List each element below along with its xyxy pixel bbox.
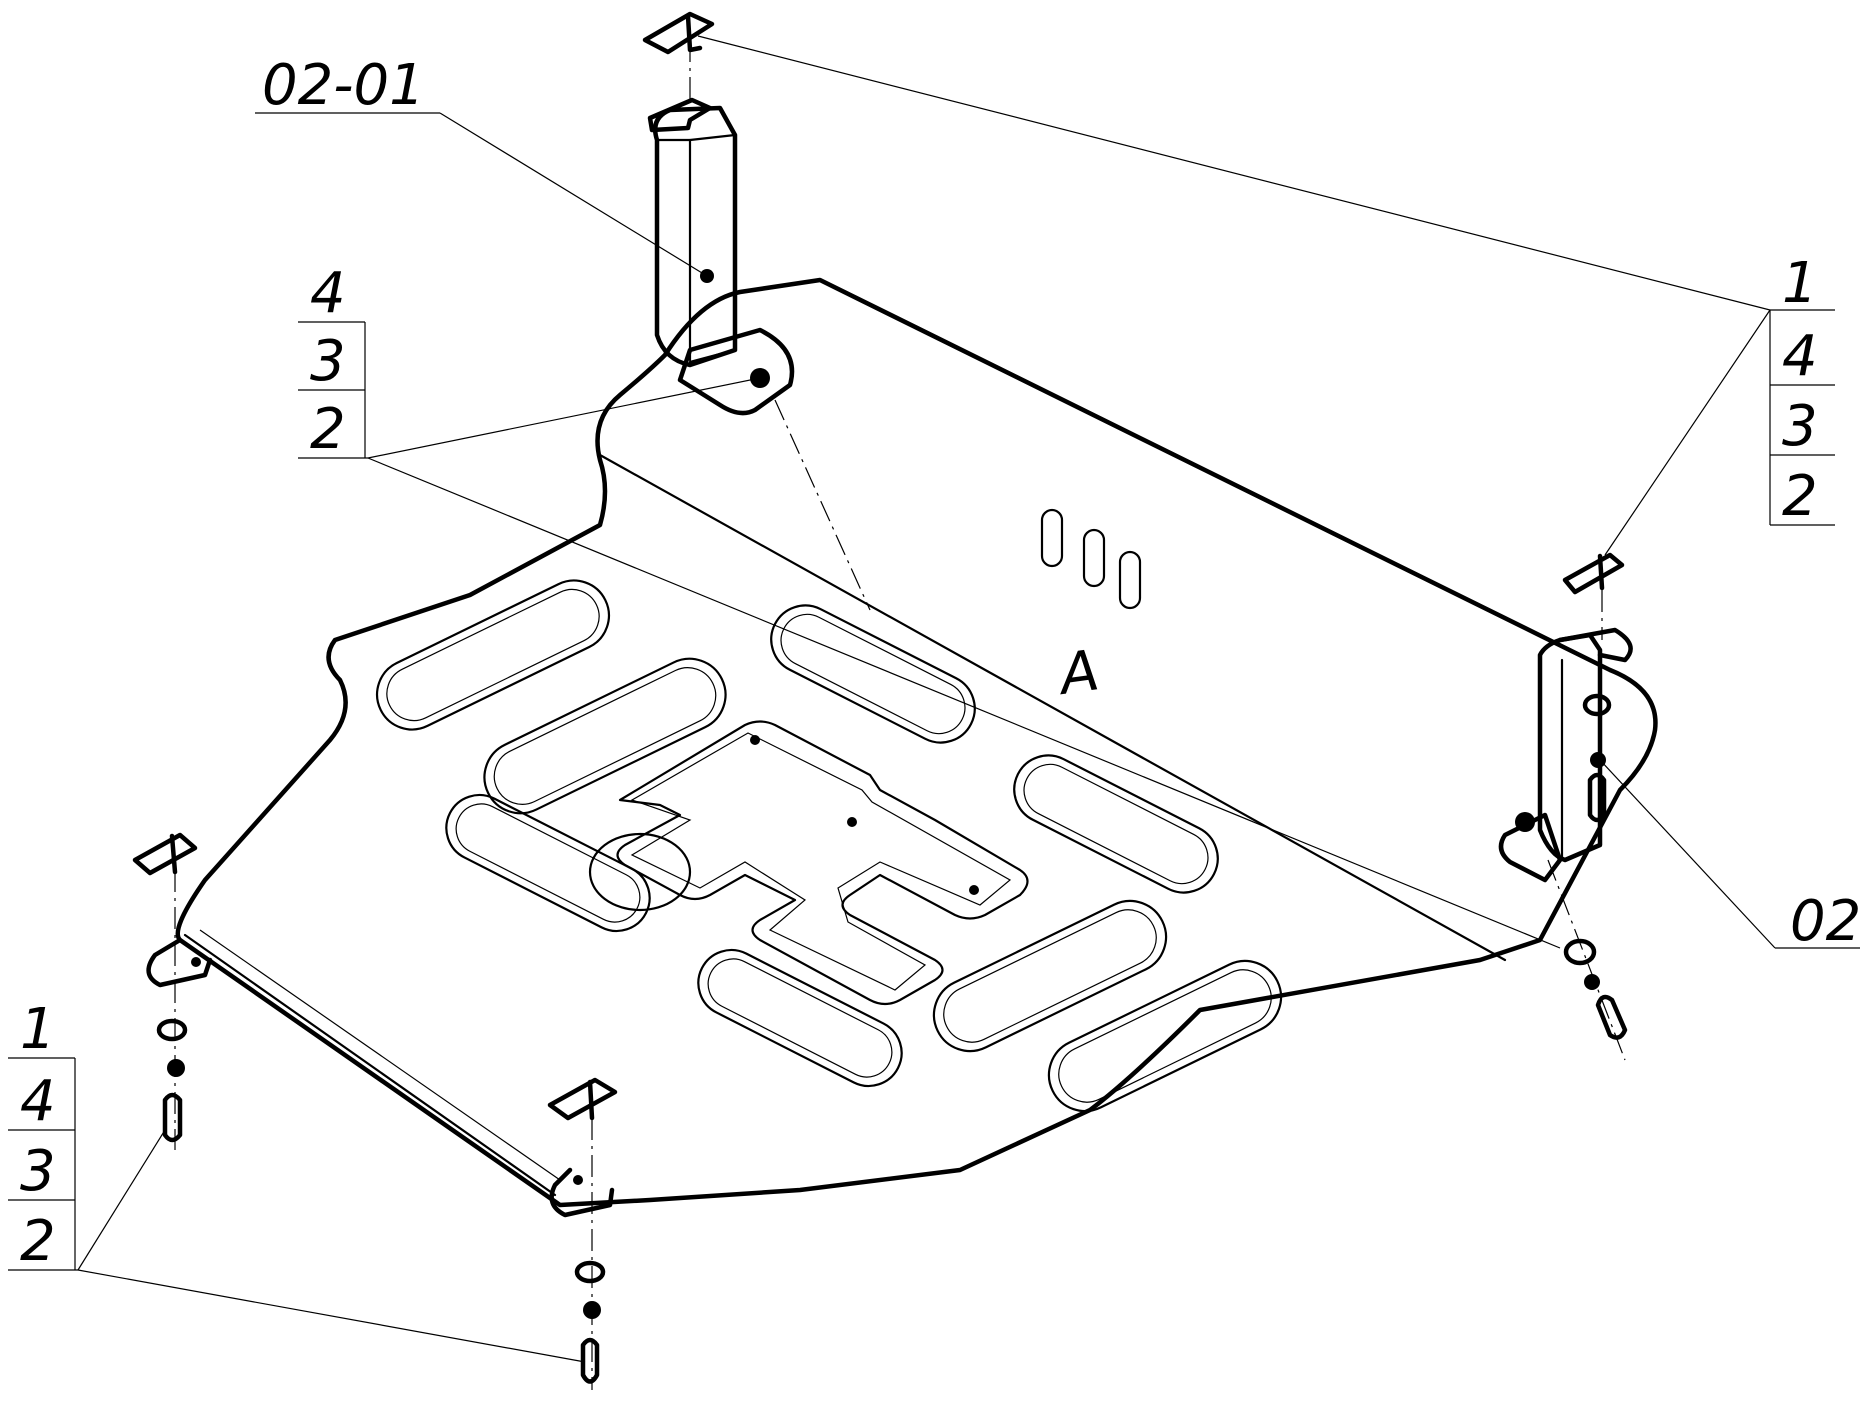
label-right-top-3: 3: [1782, 394, 1818, 459]
label-left-bottom-4: 2: [20, 1209, 56, 1274]
label-part-02-01: 02-01: [262, 53, 425, 118]
label-left-bottom-3: 3: [20, 1139, 56, 1204]
fastener-stack-bottom: [574, 1260, 606, 1384]
stamped-ribs: [376, 579, 1283, 1113]
fastener-stack-left: [156, 1018, 188, 1143]
label-right-top-2: 4: [1782, 324, 1818, 389]
bracket-02-01: [647, 97, 795, 416]
plate-hole: [191, 957, 201, 967]
label-part-02: 02: [1790, 889, 1861, 954]
plate-bend-line-left-inner: [199, 929, 561, 1181]
plate-tab-bottom: [549, 1167, 615, 1218]
label-left-top-1: 4: [310, 261, 346, 326]
skid-plate-outline: [175, 277, 1658, 1208]
plate-hole: [847, 817, 857, 827]
label-right-top-1: 1: [1782, 251, 1818, 316]
plate-hole: [573, 1175, 583, 1185]
label-left-bottom-2: 4: [20, 1069, 56, 1134]
axis-lines: [174, 40, 1626, 1390]
plate-bend-line-front: [598, 453, 1507, 962]
fastener-stack-right-lower: [1563, 938, 1628, 1040]
leader-lines: [8, 35, 1860, 1363]
label-left-top-3: 2: [310, 397, 346, 462]
bracket-right: [1498, 627, 1633, 883]
plate-bend-line-left: [183, 933, 557, 1197]
clip-nut-top: [642, 11, 715, 55]
clip-nut-bottom: [547, 1077, 618, 1121]
clip-nut-left: [132, 832, 198, 876]
plate-tab-left: [146, 937, 213, 988]
clip-nut-right: [1562, 552, 1625, 595]
label-right-top-4: 2: [1782, 464, 1818, 529]
plate-hole: [969, 885, 979, 895]
drain-pad: [588, 832, 692, 912]
label-left-bottom-1: 1: [20, 997, 56, 1062]
label-left-top-2: 3: [310, 329, 346, 394]
marking-slots: [1040, 508, 1142, 610]
mark-a-label: A: [1053, 638, 1103, 708]
plate-hole: [750, 735, 760, 745]
fastener-stack-right-upper: [1582, 693, 1612, 823]
